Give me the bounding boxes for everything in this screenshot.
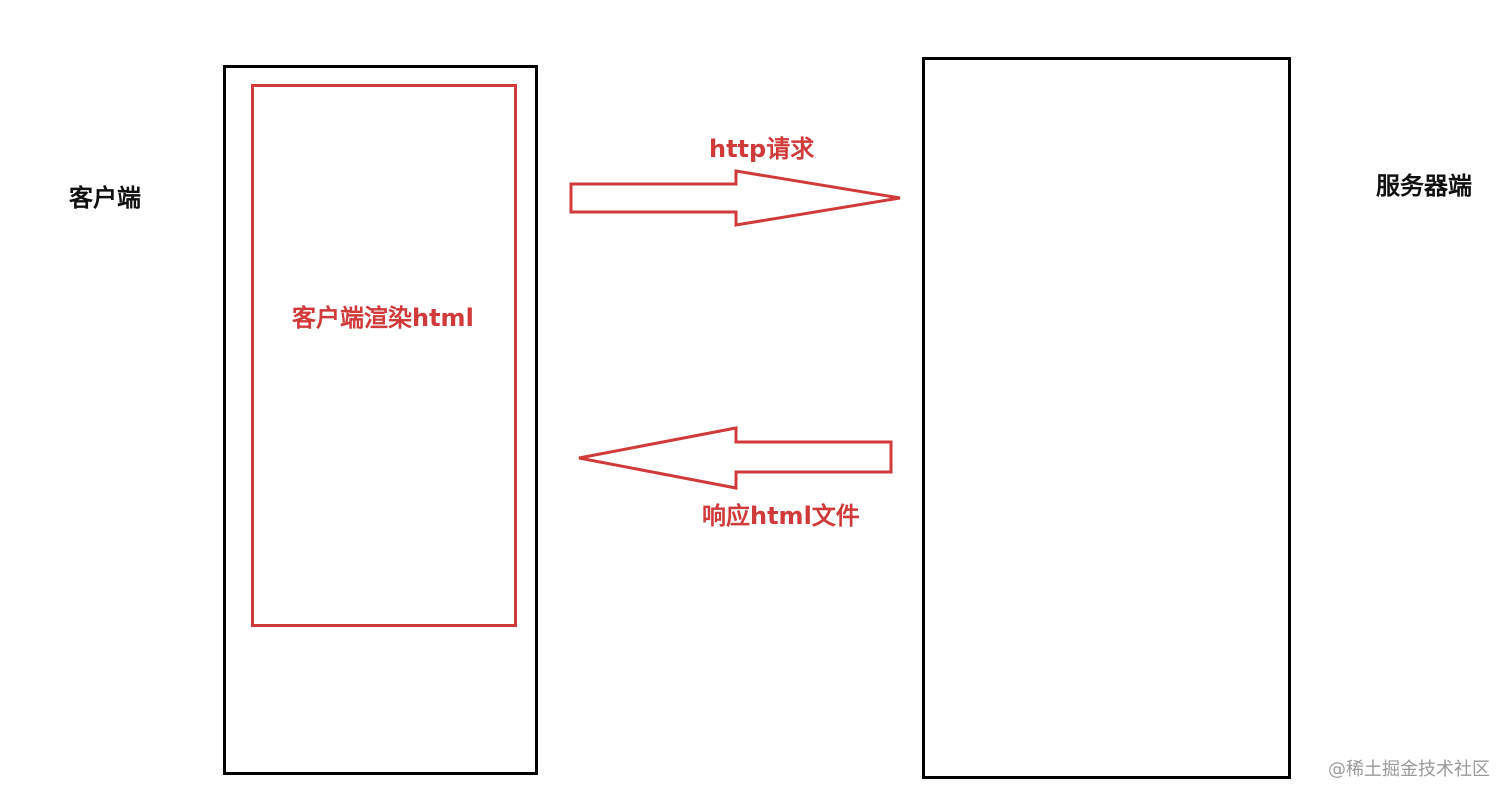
request-label: http请求 [709,135,815,163]
server-label: 服务器端 [1376,172,1472,200]
response-arrow [578,426,893,490]
request-arrow [569,169,901,227]
watermark: @稀土掘金技术社区 [1328,759,1490,780]
client-render-box [251,84,517,627]
render-label: 客户端渲染html [292,304,474,332]
response-label: 响应html文件 [702,502,860,530]
server-box [922,57,1291,779]
client-label: 客户端 [69,184,141,212]
client-box [223,65,538,775]
